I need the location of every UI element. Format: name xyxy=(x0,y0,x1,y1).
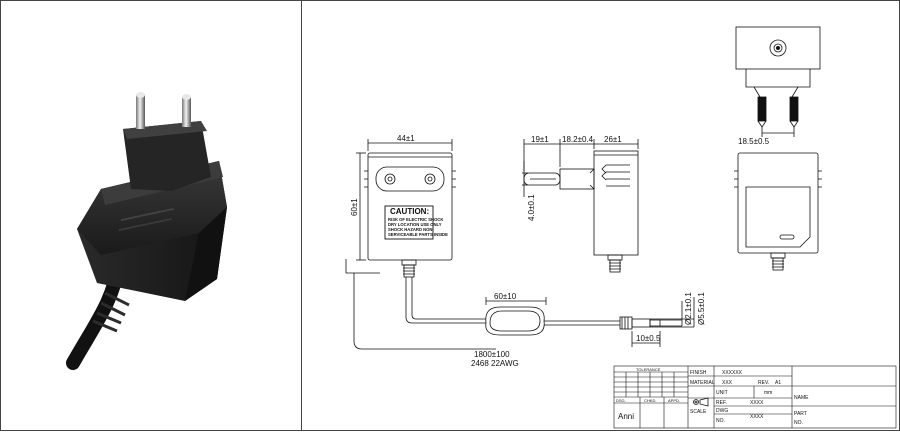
tb-part-no-label: NO. xyxy=(794,420,803,426)
tb-dwg-value: XXXX xyxy=(750,414,764,420)
tb-part-label: PART xyxy=(794,411,807,417)
dim-60-10: 60±10 xyxy=(494,292,517,301)
dim-side: 19±1 18.2±0.4 26±1 4.0±0.1 xyxy=(522,135,639,221)
dim-front-height: 60±1 xyxy=(350,152,366,261)
tb-material-label: MATERIAL xyxy=(690,380,715,386)
caution-line-1: RISK OF ELECTRIC SHOCK xyxy=(388,217,443,222)
top-view: 18.5±0.5 xyxy=(735,26,821,146)
dim-4-0: 4.0±0.1 xyxy=(527,194,536,221)
front-view: CAUTION: RISK OF ELECTRIC SHOCK DRY LOCA… xyxy=(364,152,456,278)
title-block xyxy=(613,365,897,429)
tb-tolerance: TOLERANCE xyxy=(636,367,661,372)
dim-1800: 1800±100 xyxy=(474,350,510,359)
title-block-text: TOLERANCE DSG. CHKD. APPD. Anni FINISH X… xyxy=(616,367,809,426)
plug-housing-photo xyxy=(123,121,211,191)
tb-unit-value: mm xyxy=(764,390,772,396)
caution-title: CAUTION: xyxy=(390,207,429,216)
tb-scale-label: SCALE xyxy=(690,409,707,415)
tb-appd: APPD. xyxy=(668,398,680,403)
dim-front-width: 44±1 xyxy=(367,134,453,151)
tb-name-label: NAME xyxy=(794,395,809,401)
caution-line-2: DRY LOCATION USE ONLY xyxy=(388,222,442,227)
tb-finish-value: XXXXXX xyxy=(722,370,743,376)
dim-cable-coil: 60±10 xyxy=(485,292,547,305)
tb-unit-label: UNIT xyxy=(716,390,728,396)
side-view xyxy=(523,150,639,273)
dim-10: 10±0.5 xyxy=(636,334,661,343)
tb-rev-label: REV. xyxy=(758,380,769,386)
dim-18-2: 18.2±0.4 xyxy=(562,135,594,144)
product-photo-panel: ▬▬▬▬▬▬▬▬▬ ▬▬▬▬▬▬▬▬▬ xyxy=(0,0,302,431)
dim-plug-inner: Ø2.1±0.1 xyxy=(684,292,693,325)
dim-60: 60±1 xyxy=(350,198,359,216)
caution-line-4: SERVICEABLE PARTS INSIDE xyxy=(388,232,448,237)
cable-spec: 2468 22AWG xyxy=(471,359,519,368)
technical-drawing-panel: CAUTION: RISK OF ELECTRIC SHOCK DRY LOCA… xyxy=(302,0,900,431)
tb-designer: Anni xyxy=(618,412,634,421)
caution-line-3: SHOCK HAZARD NON- xyxy=(388,227,434,232)
plug-pins-photo xyxy=(136,92,191,129)
dim-18-5: 18.5±0.5 xyxy=(738,137,770,146)
tb-finish-label: FINISH xyxy=(690,370,707,376)
tb-no-label: NO. xyxy=(716,418,725,424)
dim-cable-length: 1800±100 2468 22AWG xyxy=(471,350,519,368)
dim-plug: 10±0.5 Ø2.1±0.1 Ø5.5±0.1 xyxy=(631,292,706,347)
projection-symbol-icon xyxy=(693,397,709,407)
dim-44: 44±1 xyxy=(397,134,415,143)
tb-rev-value: A1 xyxy=(775,380,781,386)
dim-plug-outer: Ø5.5±0.1 xyxy=(697,292,706,325)
tb-material-value: XXX xyxy=(722,380,733,386)
product-photo: ▬▬▬▬▬▬▬▬▬ ▬▬▬▬▬▬▬▬▬ xyxy=(66,92,227,370)
dim-19: 19±1 xyxy=(531,135,549,144)
tb-ref-value: XXXX xyxy=(750,400,764,406)
cable-drawing xyxy=(345,259,661,350)
tb-dsg: DSG. xyxy=(616,398,626,403)
dim-26: 26±1 xyxy=(604,135,622,144)
back-view xyxy=(734,152,822,271)
tb-ref-label: REF. xyxy=(716,400,727,406)
tb-chkd: CHKD. xyxy=(644,398,656,403)
technical-drawing: CAUTION: RISK OF ELECTRIC SHOCK DRY LOCA… xyxy=(345,26,897,429)
tb-dwg-label: DWG xyxy=(716,408,728,414)
